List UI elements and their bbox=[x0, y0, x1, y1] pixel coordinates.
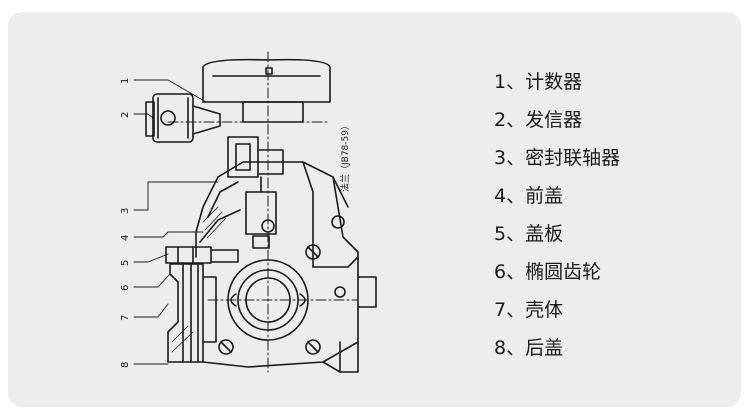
callout-3: 3 bbox=[120, 208, 131, 214]
cover-plate bbox=[165, 246, 239, 264]
flange-standard-label: 法兰（JB78-59） bbox=[339, 121, 351, 192]
flowmeter-cross-section-diagram: 1 2 3 4 5 6 7 8 法兰（JB78-59） bbox=[108, 42, 378, 382]
leader-lines bbox=[133, 79, 219, 365]
callout-1: 1 bbox=[120, 78, 131, 84]
bolt-holes bbox=[218, 244, 346, 355]
legend-item: 1、计数器 bbox=[494, 71, 583, 93]
legend-item: 4、前盖 bbox=[494, 185, 564, 207]
callout-5: 5 bbox=[120, 260, 131, 266]
legend-item: 3、密封联轴器 bbox=[494, 147, 621, 169]
counter-housing bbox=[202, 58, 331, 123]
callout-8: 8 bbox=[120, 362, 131, 368]
callout-numbers: 1 2 3 4 5 6 7 8 bbox=[120, 78, 131, 368]
callout-2: 2 bbox=[120, 112, 131, 118]
legend-item: 2、发信器 bbox=[494, 109, 583, 131]
callout-4: 4 bbox=[120, 235, 131, 241]
parts-legend: 1、计数器 2、发信器 3、密封联轴器 4、前盖 5、盖板 6、椭圆齿轮 7、壳… bbox=[494, 68, 620, 372]
content-card: 1 2 3 4 5 6 7 8 法兰（JB78-59） 1、计数器 2、发信器 … bbox=[8, 12, 741, 407]
callout-6: 6 bbox=[120, 285, 131, 291]
housing-body bbox=[202, 161, 377, 373]
legend-item: 8、后盖 bbox=[494, 337, 564, 359]
rear-cover bbox=[167, 263, 217, 363]
legend-item: 5、盖板 bbox=[494, 223, 564, 245]
legend-item: 7、壳体 bbox=[494, 299, 564, 321]
callout-7: 7 bbox=[120, 315, 131, 321]
legend-item: 6、椭圆齿轮 bbox=[494, 261, 602, 283]
transmitter bbox=[145, 93, 221, 143]
hatching bbox=[171, 206, 227, 353]
oval-gear bbox=[227, 259, 309, 341]
seal-coupling bbox=[227, 136, 284, 249]
